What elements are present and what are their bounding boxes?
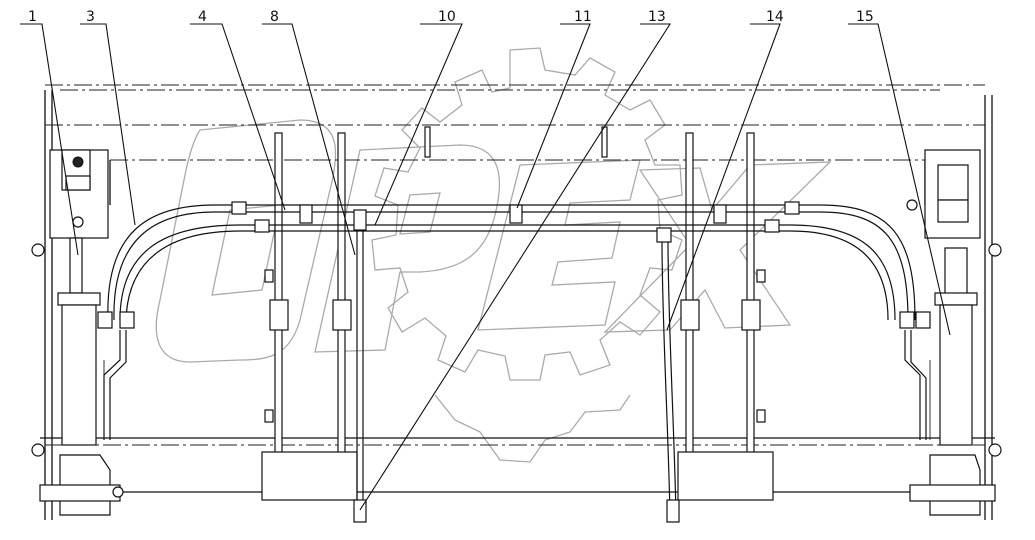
ribs	[261, 126, 774, 501]
callout-leaders	[20, 23, 951, 511]
callout-11: 11	[574, 9, 592, 25]
callout-10: 10	[438, 9, 456, 25]
opex-watermark	[155, 47, 832, 463]
callout-1: 1	[28, 9, 37, 25]
callout-4: 4	[198, 9, 207, 25]
right-cylinder	[906, 149, 1002, 516]
callout-3: 3	[86, 9, 95, 25]
callout-8: 8	[270, 9, 279, 25]
callout-14: 14	[766, 9, 784, 25]
left-cylinder	[31, 149, 124, 516]
fittings	[97, 201, 931, 523]
callout-13: 13	[648, 9, 666, 25]
callout-labels: 1 3 4 8 10 11 13 14 15	[28, 9, 874, 25]
frame	[40, 84, 995, 520]
callout-15: 15	[856, 9, 874, 25]
